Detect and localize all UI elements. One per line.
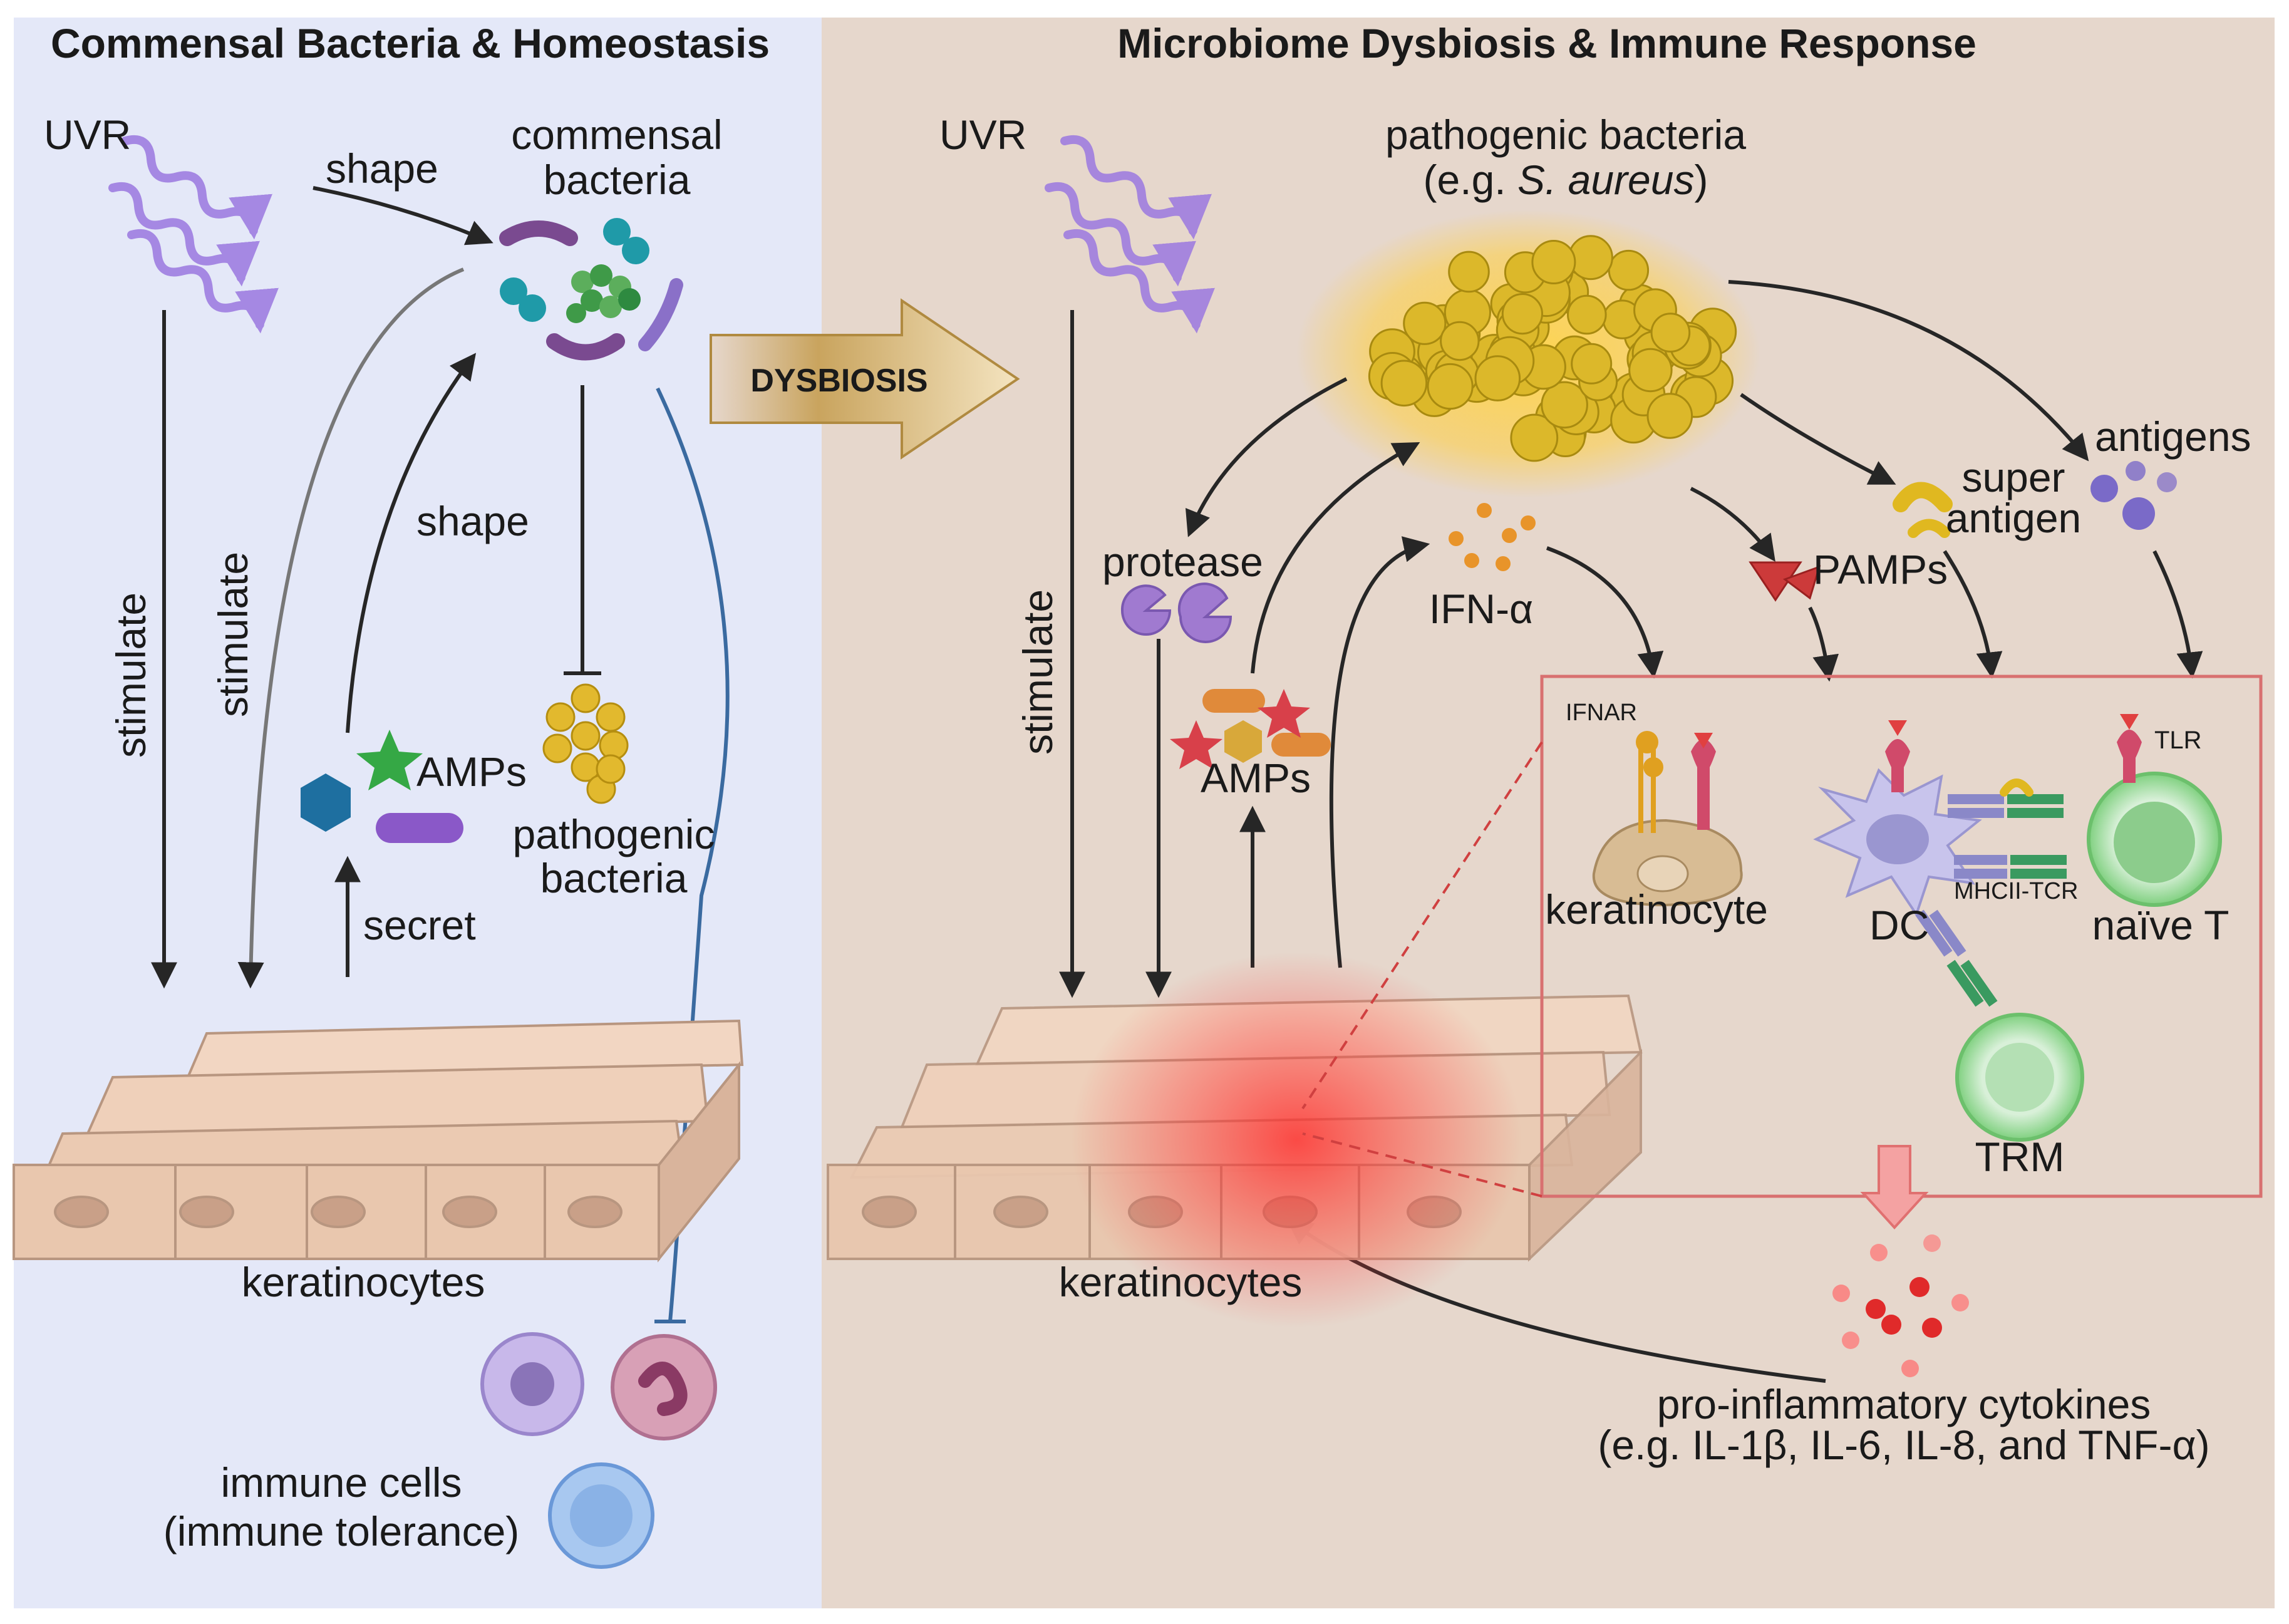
pathogenic-example-label: (e.g. S. aureus) — [1424, 157, 1708, 203]
super-antigen-label-1: super — [1961, 454, 2065, 500]
stimulate-label-1: stimulate — [108, 592, 154, 758]
s-aureus-cell — [1628, 348, 1673, 393]
species-name: S. aureus — [1517, 157, 1695, 203]
dysbiosis-label: DYSBIOSIS — [750, 363, 927, 399]
s-aureus-cell — [1650, 313, 1691, 353]
s-aureus-cell — [1571, 343, 1613, 385]
super-antigen-shape — [1893, 482, 1953, 538]
dc-label: DC — [1869, 902, 1929, 948]
cytokine-release-arrow — [1860, 1145, 1929, 1229]
example-prefix: (e.g. — [1424, 157, 1517, 203]
s-aureus-cell — [1608, 249, 1650, 291]
pathogenic-label-right: pathogenic bacteria — [1385, 111, 1746, 158]
ifnar-receptor — [1636, 731, 1663, 833]
s-aureus-cell — [1448, 251, 1490, 293]
commensal-label-line1: commensal — [511, 111, 722, 158]
mhc-tcr-complexes — [1915, 778, 2067, 1007]
naive-t-label: naïve T — [2092, 902, 2230, 948]
cytokines-label-1: pro-inflammatory cytokines — [1657, 1381, 2151, 1427]
pathogenic-bacteria-small — [542, 683, 629, 804]
inset-keratinocyte-cell — [1592, 819, 1743, 907]
ifn-alpha-label: IFN-α — [1429, 586, 1533, 632]
uvr-label-right: UVR — [939, 111, 1026, 158]
s-aureus-cell — [1568, 235, 1613, 281]
s-aureus-cell — [1427, 363, 1474, 410]
naive-t-cell — [2087, 772, 2222, 907]
shape-label-mid: shape — [416, 498, 529, 544]
s-aureus-cell — [1567, 294, 1607, 335]
s-aureus-cluster — [1296, 210, 1760, 498]
s-aureus-cell — [1646, 393, 1693, 439]
amps-label-right: AMPs — [1201, 755, 1311, 801]
tlr-receptor-t — [2117, 714, 2142, 783]
s-aureus-cell — [1474, 355, 1521, 401]
immune-cells-label-1: immune cells — [220, 1459, 462, 1506]
trm-cell — [1955, 1013, 2084, 1142]
protease-label: protease — [1102, 539, 1263, 585]
inset-connector-lines — [1301, 741, 1543, 1197]
s-aureus-cell — [1403, 301, 1447, 345]
antigens-dots — [2090, 461, 2177, 530]
s-aureus-cell — [1501, 293, 1543, 335]
tlr-receptor-keratinocyte — [1691, 733, 1716, 830]
immune-cells-label-2: (immune tolerance) — [163, 1508, 520, 1554]
left-panel-title: Commensal Bacteria & Homeostasis — [51, 20, 770, 66]
pathogenic-label-left-1: pathogenic — [513, 811, 715, 857]
pamps-shapes — [1749, 561, 1821, 602]
right-arrows — [1059, 280, 2203, 1383]
keratinocytes-label-right: keratinocytes — [1059, 1259, 1303, 1305]
cytokines-label-2: (e.g. IL-1β, IL-6, IL-8, and TNF-α) — [1598, 1422, 2209, 1468]
pamps-label: PAMPs — [1813, 546, 1948, 592]
stimulate-label-2: stimulate — [210, 552, 256, 717]
s-aureus-cell — [1440, 321, 1480, 361]
amps-label-left: AMPs — [416, 748, 527, 795]
inflammation-glow — [1071, 952, 1522, 1328]
secret-label: secret — [363, 902, 476, 948]
s-aureus-cell — [1510, 413, 1559, 462]
pathogenic-label-left-2: bacteria — [540, 855, 688, 901]
uvr-label-left: UVR — [44, 111, 131, 158]
antigens-label: antigens — [2095, 413, 2251, 460]
left-arrows — [151, 186, 730, 1323]
commensal-label-line2: bacteria — [544, 157, 691, 203]
s-aureus-cell — [1380, 359, 1428, 407]
right-panel-title: Microbiome Dysbiosis & Immune Response — [1117, 20, 1976, 66]
tlr-label: TLR — [2154, 727, 2202, 754]
uvr-waves-left — [108, 135, 279, 334]
ifnar-label: IFNAR — [1566, 700, 1637, 726]
shape-label-top: shape — [326, 145, 438, 192]
ifn-alpha-dots — [1449, 503, 1536, 571]
dysbiosis-arrow — [710, 298, 1020, 460]
example-suffix: ) — [1694, 157, 1708, 203]
cytokine-dots — [1832, 1234, 1969, 1377]
trm-label: TRM — [1975, 1134, 2065, 1180]
immune-cells-group — [480, 1332, 717, 1569]
s-aureus-cell — [1541, 381, 1588, 429]
s-aureus-cell — [1531, 240, 1576, 284]
uvr-waves-right — [1045, 135, 1215, 334]
protease-shapes — [1120, 582, 1232, 643]
commensal-bacteria-cluster — [499, 218, 683, 361]
super-antigen-label-2: antigen — [1946, 495, 2082, 541]
keratinocytes-label-left: keratinocytes — [242, 1259, 485, 1305]
dendritic-cell — [1813, 768, 1982, 918]
mhc-tcr-label: MHCII-TCR — [1954, 878, 2078, 904]
amps-shapes-right — [1170, 689, 1331, 769]
skin-tissue-left — [13, 1019, 744, 1263]
stimulate-label-right: stimulate — [1015, 589, 1061, 755]
amps-shapes-left — [301, 730, 463, 843]
keratinocyte-inset-label: keratinocyte — [1545, 886, 1768, 933]
tlr-receptor-dc — [1885, 720, 1910, 792]
